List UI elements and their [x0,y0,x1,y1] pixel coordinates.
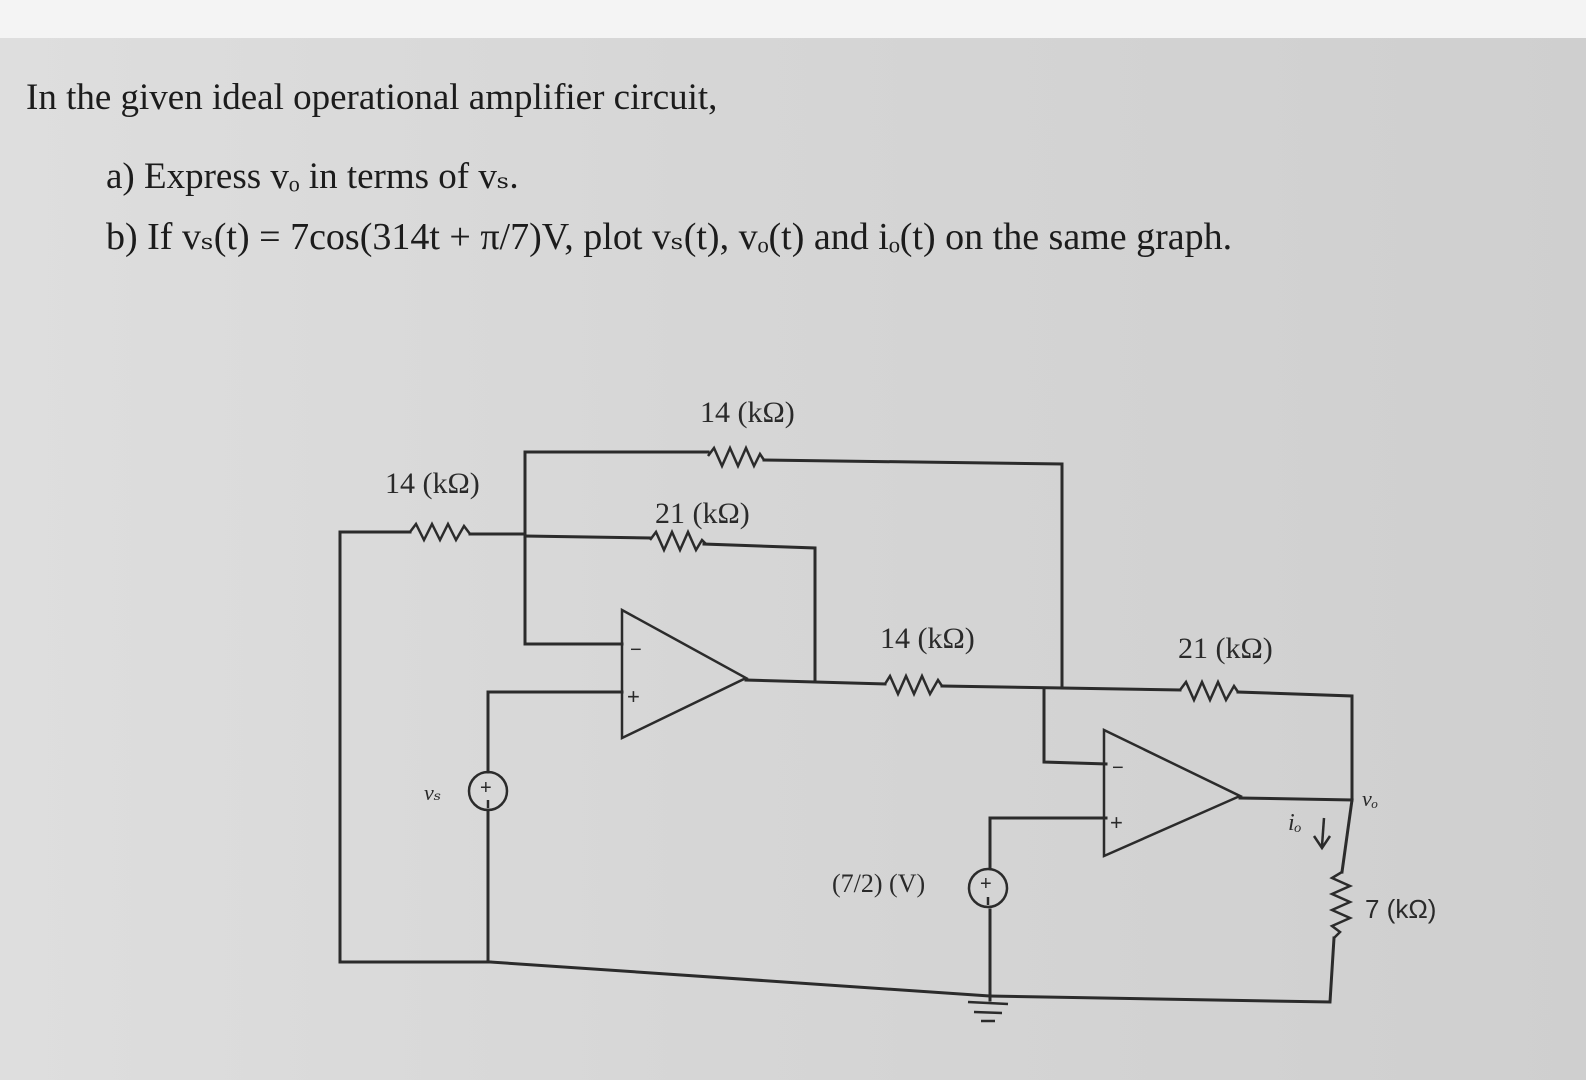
wire-opamp1-out [744,678,887,686]
wire-opamp2-out [1238,796,1354,802]
opamp-1-plus-sign: + [627,684,640,709]
label-output-vo: vₒ [1362,786,1378,811]
opamp-1-minus-sign: − [630,639,642,661]
label-r-load: 7 (kΩ) [1365,894,1436,924]
wire-left-rail [338,530,492,964]
question-part-b: b) If vₛ(t) = 7cos(314t + π/7)V, plot vₛ… [106,216,1233,258]
opamp-2: − + [1102,728,1243,858]
source-vs: + [467,770,509,812]
wire-outer-fb-right [762,458,1064,466]
label-source-dc: (7/2) (V) [832,869,925,898]
wire-node-vertical [523,450,624,646]
label-current-io: iₒ [1288,810,1302,836]
resistor-load [1328,870,1354,939]
question-panel [0,38,1586,1080]
question-intro: In the given ideal operational amplifier… [26,77,718,118]
source-dc: + [967,867,1009,909]
resistor-feedback-outer [707,444,766,470]
source-dc-plus: + [980,873,992,895]
wire-load-bottom [988,936,1336,1004]
wire-vs-to-plus [486,690,624,774]
source-vs-plus: + [480,777,492,799]
wire-load-top [1340,798,1354,874]
wire-inner-fb-left [523,534,652,540]
question-part-a: a) Express vₒ in terms of vₛ. [106,156,519,197]
opamp-2-plus-sign: + [1110,810,1123,835]
wire-inner-fb-right [702,542,817,682]
ground-icon [967,1000,1009,1023]
resistor-feedback-inner [649,528,707,554]
label-r-stage2-feedback: 21 (kΩ) [1178,632,1273,665]
resistor-stage2-input [883,672,944,698]
opamp-2-minus-sign: − [1112,757,1124,779]
wire-r4-to-node2 [940,684,1064,690]
wire-node2-to-minus [1042,686,1108,766]
label-r-feedback-outer: 14 (kΩ) [700,396,795,429]
wire-bottom-rail [488,960,992,998]
label-r-feedback-inner: 21 (kΩ) [655,497,750,530]
current-arrow-icon [1312,817,1332,851]
resistor-input [409,521,471,543]
wire-r5-to-out [1236,690,1354,802]
wire-node2-to-r5 [1060,686,1182,692]
resistor-stage2-feedback [1179,678,1240,704]
opamp-1: − + [620,607,749,740]
label-r-stage2-input: 14 (kΩ) [880,622,975,655]
label-source-vs: vₛ [424,780,441,805]
wire-dc-to-plus [988,816,1108,870]
circuit-wires [338,450,1354,1004]
label-r-input: 14 (kΩ) [385,467,480,500]
